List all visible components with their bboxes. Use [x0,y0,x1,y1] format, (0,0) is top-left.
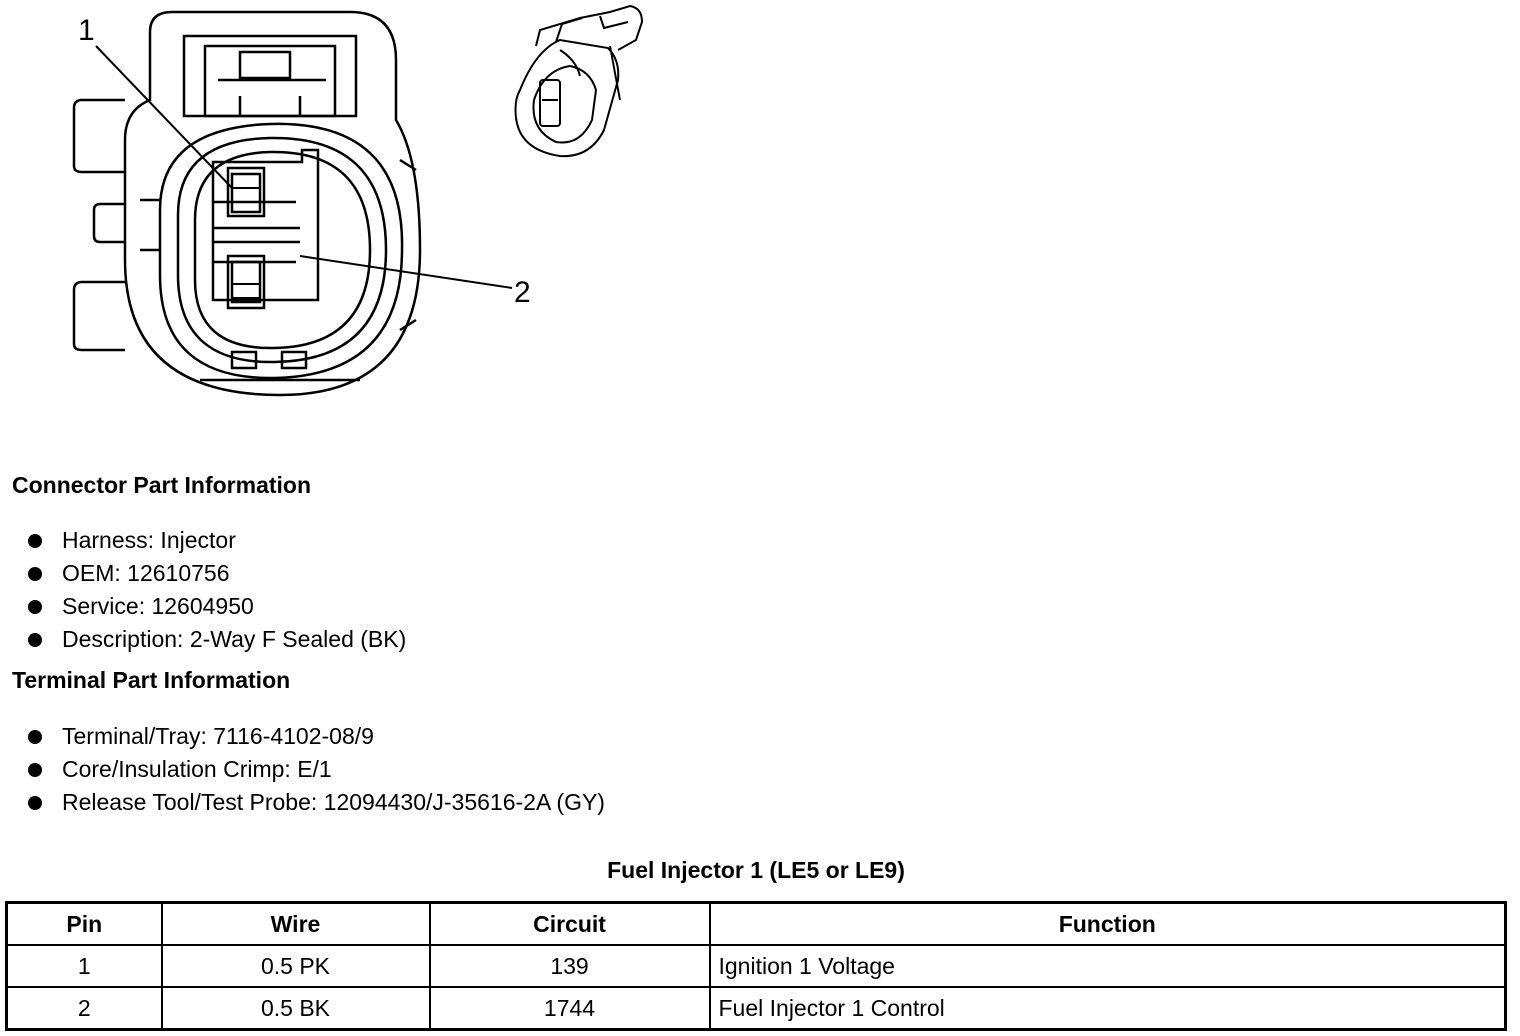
terminal-part-info-list: Terminal/Tray: 7116-4102-08/9 Core/Insul… [28,720,605,819]
connector-diagram: 1 2 [0,0,700,440]
list-item: Release Tool/Test Probe: 12094430/J-3561… [28,786,605,819]
pinout-table: Pin Wire Circuit Function 1 0.5 PK 139 I… [5,901,1507,1031]
bullet-icon [28,730,42,744]
cell-wire: 0.5 PK [160,944,431,988]
list-item: Harness: Injector [28,524,406,557]
list-item-text: Core/Insulation Crimp: E/1 [62,756,332,782]
list-item-text: Description: 2-Way F Sealed (BK) [62,626,407,652]
connector-isometric-drawing [514,4,644,158]
bullet-icon [28,567,42,581]
list-item-text: Terminal/Tray: 7116-4102-08/9 [62,723,374,749]
column-header-function: Function [708,901,1507,946]
list-item: Description: 2-Way F Sealed (BK) [28,623,406,656]
table-row: 2 0.5 BK 1744 Fuel Injector 1 Control [5,986,1507,1031]
callout-pin-2-label: 2 [514,276,531,309]
list-item: Core/Insulation Crimp: E/1 [28,753,605,786]
bullet-icon [28,633,42,647]
bullet-icon [28,796,42,810]
terminal-part-info-heading: Terminal Part Information [12,667,291,693]
cell-function: Ignition 1 Voltage [708,944,1507,988]
cell-circuit: 1744 [428,986,711,1031]
list-item: OEM: 12610756 [28,557,406,590]
list-item-text: Release Tool/Test Probe: 12094430/J-3561… [62,789,605,815]
cell-circuit: 139 [428,944,711,988]
list-item: Terminal/Tray: 7116-4102-08/9 [28,720,605,753]
table-title: Fuel Injector 1 (LE5 or LE9) [607,857,905,883]
cell-pin: 2 [5,986,163,1031]
table-row: 1 0.5 PK 139 Ignition 1 Voltage [5,944,1507,988]
list-item: Service: 12604950 [28,590,406,623]
cell-function: Fuel Injector 1 Control [708,986,1507,1031]
callout-pin-1-label: 1 [78,14,95,47]
bullet-icon [28,763,42,777]
column-header-pin: Pin [5,901,163,946]
bullet-icon [28,534,42,548]
connector-part-info-list: Harness: Injector OEM: 12610756 Service:… [28,524,406,656]
connector-face-drawing [72,10,513,397]
cell-wire: 0.5 BK [160,986,431,1031]
bullet-icon [28,600,42,614]
cell-pin: 1 [5,944,163,988]
column-header-wire: Wire [160,901,431,946]
list-item-text: Harness: Injector [62,527,236,553]
column-header-circuit: Circuit [428,901,711,946]
list-item-text: OEM: 12610756 [62,560,230,586]
list-item-text: Service: 12604950 [62,593,254,619]
connector-part-info-heading: Connector Part Information [12,472,312,498]
table-header-row: Pin Wire Circuit Function [5,901,1507,946]
